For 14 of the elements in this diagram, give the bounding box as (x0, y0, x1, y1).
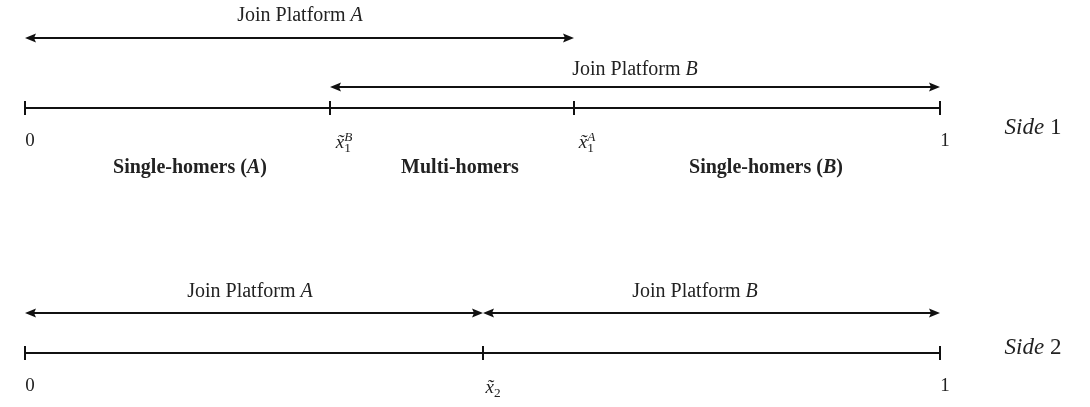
side-label: Side 2 (1004, 334, 1062, 360)
tick-label: 0 (25, 374, 35, 396)
range-label: Join Platform A (237, 3, 363, 25)
region-label: Single-homers (A) (113, 155, 267, 177)
range-label: Join Platform B (632, 279, 758, 301)
tick-label: 0 (25, 129, 35, 151)
range-label: Join Platform B (572, 57, 698, 79)
side-label: Side 1 (1004, 114, 1062, 140)
tick-label: 1 (940, 129, 950, 151)
range-label: Join Platform A (187, 279, 313, 301)
tick-label: 1 (940, 374, 950, 396)
tick-label: x̃$_{2}$ (485, 376, 501, 398)
region-label: Multi-homers (401, 155, 519, 177)
region-label: Single-homers (B) (689, 155, 843, 177)
